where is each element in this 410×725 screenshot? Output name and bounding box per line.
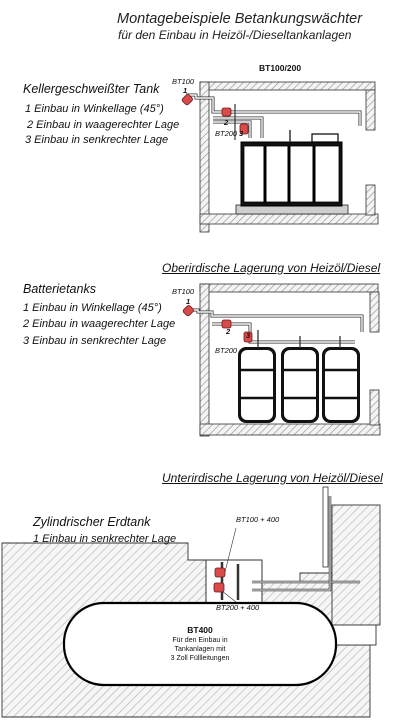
list-item: 1 Einbau in Winkellage (45°): [23, 302, 162, 314]
list-item: 1 Einbau in Winkellage (45°): [25, 103, 164, 115]
section-heading-cellar-tank: Kellergeschweißter Tank: [23, 82, 160, 96]
position-number: 1: [186, 297, 191, 306]
model-label-bt100-200: BT100/200: [259, 63, 302, 73]
position-number: 3: [239, 129, 244, 138]
position-number: 2: [224, 118, 229, 127]
section-heading-battery-tanks: Batterietanks: [23, 282, 96, 296]
label-bt100: BT100: [172, 287, 195, 296]
heading-above-ground: Oberirdische Lagerung von Heizöl/Diesel: [162, 261, 381, 275]
list-item: 1 Einbau in senkrechter Lage: [33, 533, 177, 545]
list-item: 3 Einbau in senkrechter Lage: [25, 134, 169, 146]
position-number: 1: [183, 86, 188, 95]
battery-tanks-drawing: [182, 283, 381, 437]
label-bt100-400: BT100 + 400: [236, 515, 280, 524]
cellar-tank-drawing: [181, 81, 379, 233]
label-bt200: BT200: [215, 129, 238, 138]
list-item: 2 Einbau in waagerechter Lage: [23, 318, 176, 330]
page-subtitle: für den Einbau in Heizöl-/Dieseltankanla…: [118, 28, 352, 42]
page-title: Montagebeispiele Betankungswächter: [117, 11, 363, 27]
bt400-description-line: Tankanlagen mit: [174, 646, 226, 653]
bt400-description-line: 3 Zoll Füllleitungen: [170, 655, 230, 662]
list-item: 2 Einbau in waagerechter Lage: [27, 119, 180, 131]
label-bt100: BT100: [172, 77, 195, 86]
model-label-bt400: BT400: [187, 625, 213, 635]
section-heading-underground-tank: Zylindrischer Erdtank: [33, 515, 151, 529]
list-item: 3 Einbau in senkrechter Lage: [23, 335, 167, 347]
label-bt200: BT200: [215, 346, 238, 355]
position-number: 2: [226, 327, 231, 336]
underground-tank-drawing: [1, 486, 381, 718]
label-bt200-400: BT200 + 400: [216, 603, 260, 612]
heading-underground: Unterirdische Lagerung von Heizöl/Diesel: [162, 471, 383, 485]
bt400-description-line: Für den Einbau in: [172, 637, 228, 644]
position-number: 3: [246, 331, 251, 340]
